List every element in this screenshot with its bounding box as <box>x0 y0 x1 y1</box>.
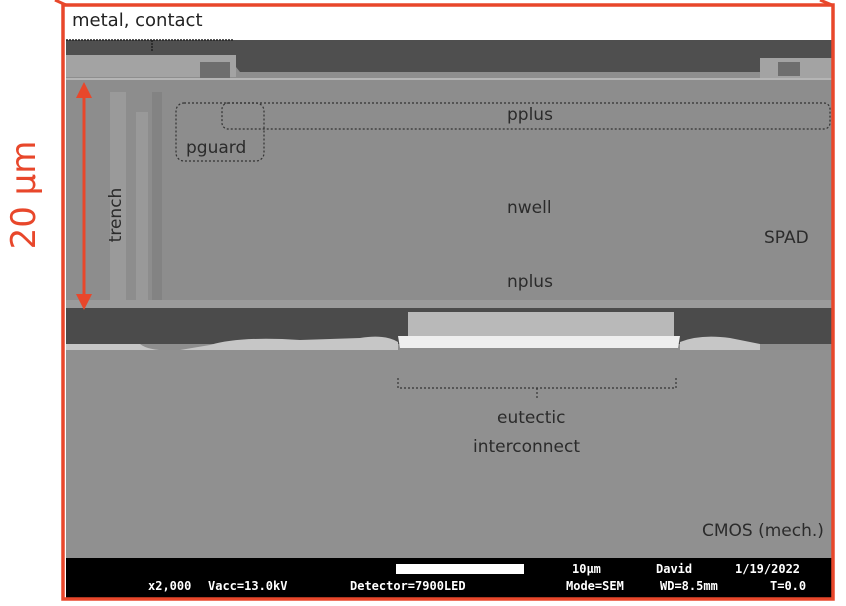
frame-corner-left <box>54 0 67 7</box>
sem-operator: David <box>656 562 693 576</box>
trench-label: trench <box>106 187 126 243</box>
pguard-outline <box>175 102 265 162</box>
sem-scalebar-label: 10µm <box>572 562 601 576</box>
nplus-boundary <box>66 300 832 308</box>
frame <box>61 3 835 601</box>
pguard-label: pguard <box>186 138 247 158</box>
nwell-label: nwell <box>507 198 552 218</box>
contact-pad-left <box>66 55 236 77</box>
scale-label-box: 20 µm <box>4 120 44 270</box>
spad-label: SPAD <box>764 228 809 248</box>
sem-wd: WD=8.5mm <box>660 579 718 593</box>
sem-magnification: x2,000 <box>148 579 192 593</box>
header-box <box>66 6 832 40</box>
scale-label: 20 µm <box>4 140 44 250</box>
sem-date: 1/19/2022 <box>735 562 801 576</box>
pplus-outline <box>221 102 831 130</box>
pplus-label: pplus <box>507 105 553 125</box>
nplus-label: nplus <box>507 272 553 292</box>
trench-label-box: trench <box>96 175 136 255</box>
cmos-substrate <box>66 350 832 558</box>
trench-wall-2 <box>136 112 148 307</box>
scalebar <box>396 564 524 574</box>
sem-tilt: T=0.0 <box>770 579 807 593</box>
interconnect-label: interconnect <box>473 437 581 457</box>
cmos-surface-right <box>680 336 760 352</box>
spad-silicon <box>66 78 832 308</box>
metal-layer <box>66 40 832 72</box>
eutectic-bright <box>398 336 680 348</box>
sem-detector: Detector=7900LED <box>350 579 466 593</box>
contact-notch-right <box>778 62 800 76</box>
eutectic-body <box>408 312 674 338</box>
cmos-label: CMOS (mech.) <box>702 521 824 541</box>
trench-wall-3 <box>152 92 162 307</box>
scale-arrow-head-bottom <box>76 294 92 310</box>
sem-vacc: Vacc=13.0kV <box>208 579 288 593</box>
scale-arrow-head-top <box>76 82 92 98</box>
frame-corner-right <box>819 0 833 7</box>
header-label: metal, contact <box>72 10 203 31</box>
eutectic-label: eutectic <box>497 408 566 428</box>
contact-notch-left <box>200 62 230 78</box>
sem-mode: Mode=SEM <box>566 579 624 593</box>
trench-wall-1 <box>110 92 126 307</box>
cmos-surface-left <box>66 336 398 352</box>
